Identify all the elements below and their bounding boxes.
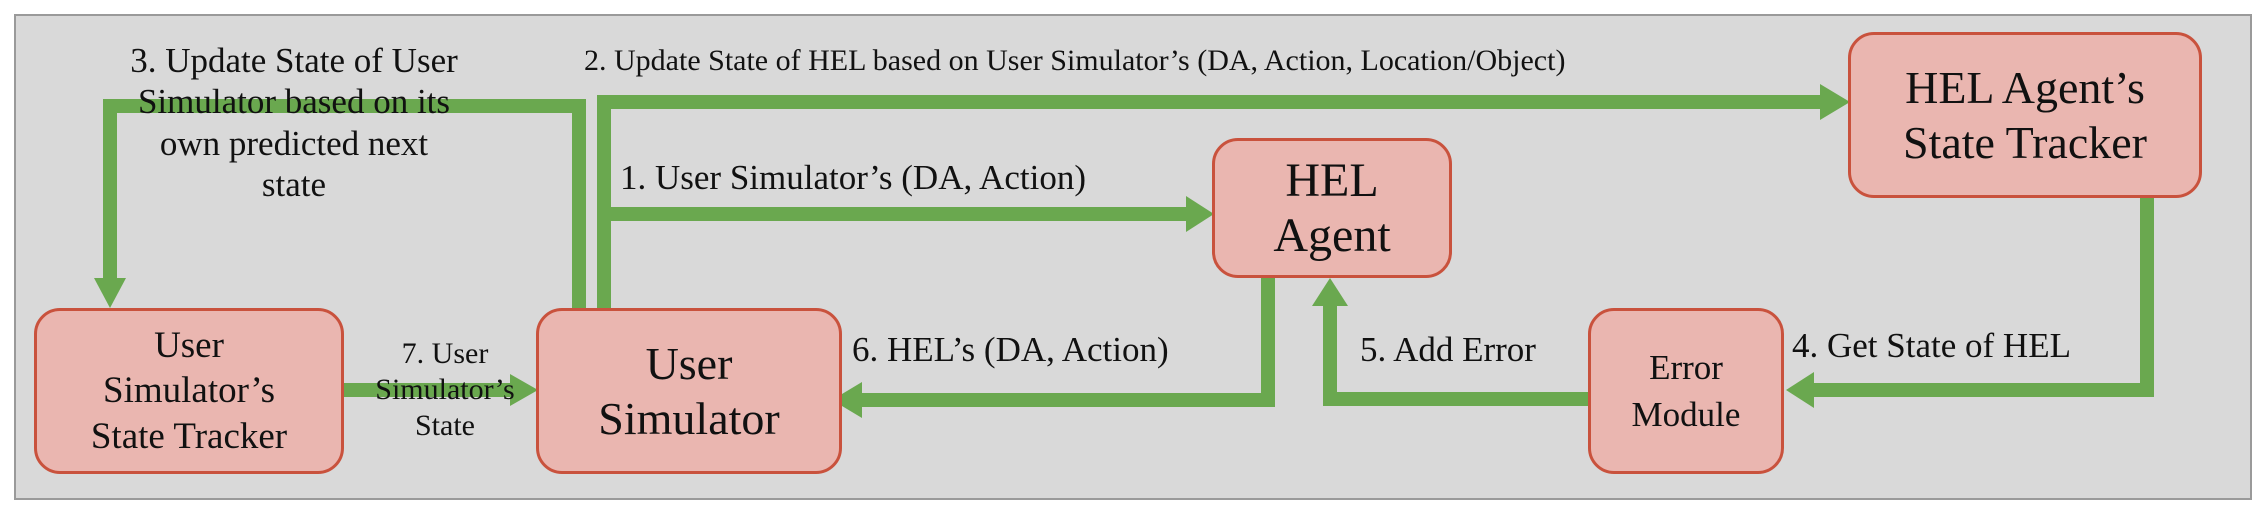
edge-2-arrowhead bbox=[1820, 84, 1850, 120]
workflow-diagram: User Simulator’s State Tracker User Simu… bbox=[14, 14, 2252, 500]
hel-agent-state-tracker-label: HEL Agent’s State Tracker bbox=[1902, 61, 2147, 168]
user-simulator-state-tracker-node: User Simulator’s State Tracker bbox=[34, 308, 344, 474]
hel-agent-label: HEL Agent bbox=[1273, 153, 1391, 262]
edge-5-line bbox=[1323, 304, 1590, 406]
edge-3-label: 3. Update State of User Simulator based … bbox=[130, 41, 458, 204]
edge-2-label: 2. Update State of HEL based on User Sim… bbox=[584, 44, 1566, 77]
edge-7-arrowhead bbox=[510, 374, 538, 406]
edge-2-line bbox=[597, 95, 1824, 308]
edge-4-label: 4. Get State of HEL bbox=[1792, 326, 2071, 365]
edge-1-arrowhead bbox=[1186, 196, 1214, 232]
edge-3-arrowhead bbox=[94, 278, 126, 308]
edge-5-label: 5. Add Error bbox=[1360, 330, 1536, 369]
edge-6-line bbox=[860, 278, 1275, 407]
edge-3-line bbox=[103, 99, 586, 308]
hel-agent-state-tracker-node: HEL Agent’s State Tracker bbox=[1848, 32, 2202, 198]
user-simulator-node: User Simulator bbox=[536, 308, 842, 474]
edge-4-arrowhead bbox=[1786, 372, 1814, 408]
edge-5-arrowhead bbox=[1312, 278, 1348, 306]
edge-7-label: 7. User Simulator’s State bbox=[375, 337, 515, 442]
error-module-node: Error Module bbox=[1588, 308, 1784, 474]
edge-6-label: 6. HEL’s (DA, Action) bbox=[852, 330, 1169, 369]
edge-1-label: 1. User Simulator’s (DA, Action) bbox=[620, 158, 1086, 197]
user-simulator-label: User Simulator bbox=[598, 337, 780, 444]
user-simulator-state-tracker-label: User Simulator’s State Tracker bbox=[90, 325, 288, 457]
edge-4-line bbox=[1812, 196, 2154, 397]
edge-6-arrowhead bbox=[832, 382, 862, 418]
error-module-label: Error Module bbox=[1631, 347, 1741, 434]
hel-agent-node: HEL Agent bbox=[1212, 138, 1452, 278]
